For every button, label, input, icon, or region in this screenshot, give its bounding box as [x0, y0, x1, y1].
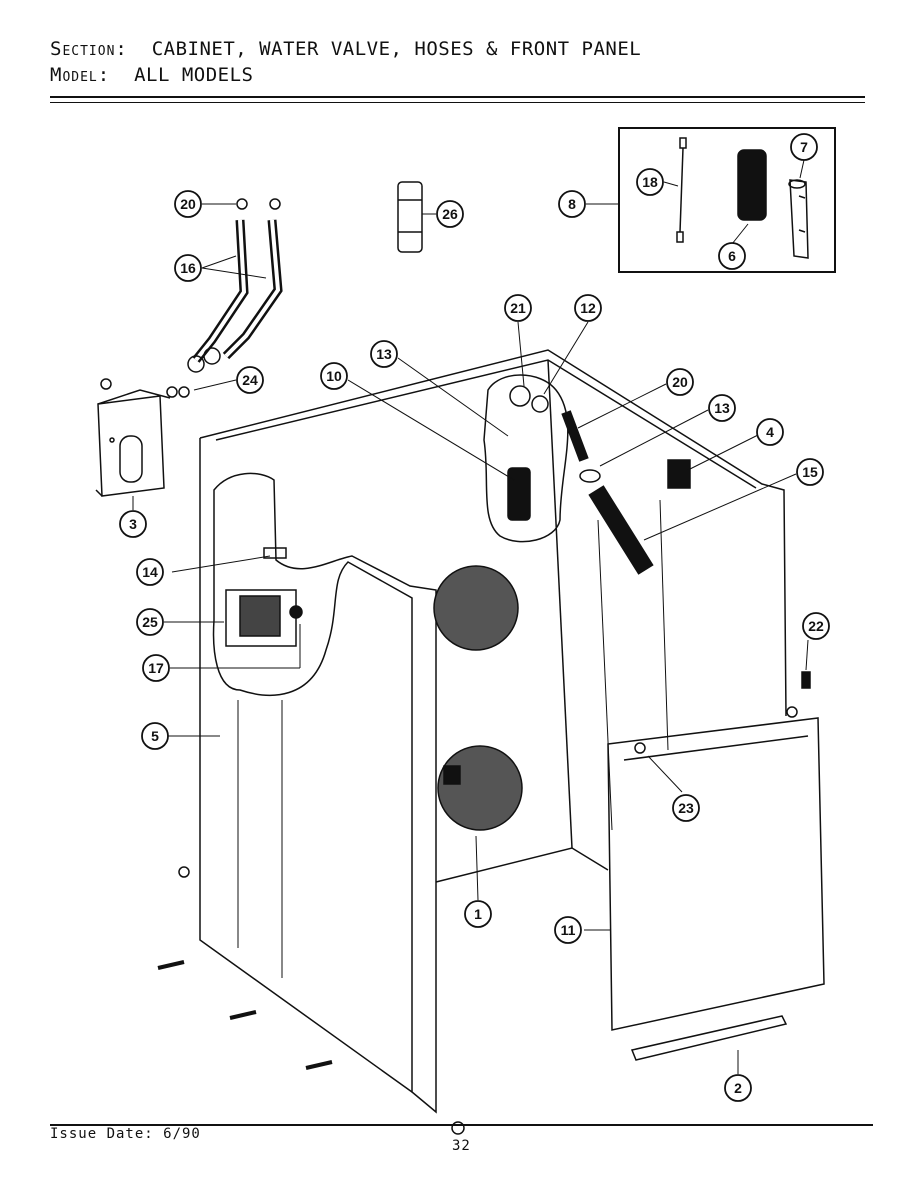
model-heading: Model: ALL MODELS: [50, 64, 253, 86]
callout-5: 5: [141, 722, 169, 750]
callout-17: 17: [142, 654, 170, 682]
svg-text:10: 10: [326, 368, 342, 384]
callout-26: 26: [436, 200, 464, 228]
footer-rule: [50, 1124, 873, 1126]
callout-12: 12: [574, 294, 602, 322]
water-valve: [225, 547, 303, 647]
page-number: 32: [452, 1138, 471, 1154]
callout-14: 14: [136, 558, 164, 586]
svg-text:11: 11: [561, 922, 576, 938]
model-label: Model:: [50, 64, 111, 86]
callout-7: 8: [558, 190, 586, 218]
mounting-bracket: [95, 378, 190, 497]
header-rule-bottom: [50, 102, 865, 103]
svg-text:26: 26: [442, 206, 458, 222]
rear-openings: [433, 565, 523, 831]
svg-text:13: 13: [376, 346, 392, 362]
inset-box: [618, 127, 836, 273]
callout-labels: 20 16 26 8 18 6 7 24 3 10 13 21 12 20 13…: [119, 133, 830, 1102]
svg-text:13: 13: [714, 400, 730, 416]
svg-text:23: 23: [678, 800, 694, 816]
svg-text:14: 14: [142, 564, 158, 580]
callout-11: 11: [554, 916, 582, 944]
seal-pad: [667, 459, 691, 489]
callout-16: 16: [174, 254, 202, 282]
svg-text:17: 17: [148, 660, 164, 676]
svg-text:4: 4: [766, 424, 774, 440]
svg-text:15: 15: [802, 464, 818, 480]
callout-3: 3: [119, 510, 147, 538]
side-panel-cutaway: [212, 472, 437, 1114]
callout-6: 6: [718, 242, 746, 270]
callout-8: 7: [790, 133, 818, 161]
callout-4: 4: [756, 418, 784, 446]
svg-text:21: 21: [510, 300, 526, 316]
svg-text:18: 18: [642, 174, 658, 190]
svg-text:7: 7: [800, 139, 808, 155]
rear-cutaway: [483, 374, 569, 543]
leader-lines: [132, 159, 809, 1074]
svg-text:6: 6: [728, 248, 736, 264]
inset-wire-harness: [676, 137, 687, 243]
svg-text:20: 20: [180, 196, 196, 212]
screws: [157, 866, 465, 1135]
section-label: Section:: [50, 38, 128, 60]
inset-filter-hose: [737, 149, 767, 221]
svg-text:5: 5: [151, 728, 159, 744]
callout-22: 22: [802, 612, 830, 640]
cabinet: [199, 349, 787, 1093]
fill-hoses: [187, 198, 283, 373]
callout-2: 2: [724, 1074, 752, 1102]
drain-hose: [561, 410, 654, 575]
callout-18: 18: [636, 168, 664, 196]
issue-date: Issue Date: 6/90: [50, 1126, 201, 1142]
svg-text:20: 20: [672, 374, 688, 390]
section-heading: Section: CABINET, WATER VALVE, HOSES & F…: [50, 38, 641, 60]
spring: [801, 671, 811, 689]
svg-text:24: 24: [242, 372, 258, 388]
svg-text:3: 3: [129, 516, 137, 532]
callout-21: 21: [504, 294, 532, 322]
hose-coupler: [397, 181, 423, 253]
callout-20: 20: [666, 368, 694, 396]
model-value: ALL MODELS: [134, 64, 254, 86]
callout-13-rear: 13: [370, 340, 398, 368]
svg-text:25: 25: [142, 614, 158, 630]
callout-25: 25: [136, 608, 164, 636]
section-title: CABINET, WATER VALVE, HOSES & FRONT PANE…: [151, 38, 642, 60]
callout-24: 24: [236, 366, 264, 394]
svg-text:12: 12: [580, 300, 596, 316]
callout-23: 23: [672, 794, 700, 822]
callout-13-front: 13: [708, 394, 736, 422]
callout-15: 15: [796, 458, 824, 486]
header-rule-top: [50, 96, 865, 98]
front-panel: [607, 706, 825, 1061]
svg-text:2: 2: [734, 1080, 742, 1096]
callout-19: 20: [174, 190, 202, 218]
inset-bracket: [788, 179, 809, 259]
callout-1: 1: [464, 900, 492, 928]
svg-text:16: 16: [180, 260, 196, 276]
svg-text:1: 1: [474, 906, 482, 922]
svg-text:22: 22: [808, 618, 824, 634]
callout-10: 10: [320, 362, 348, 390]
svg-text:8: 8: [568, 196, 576, 212]
